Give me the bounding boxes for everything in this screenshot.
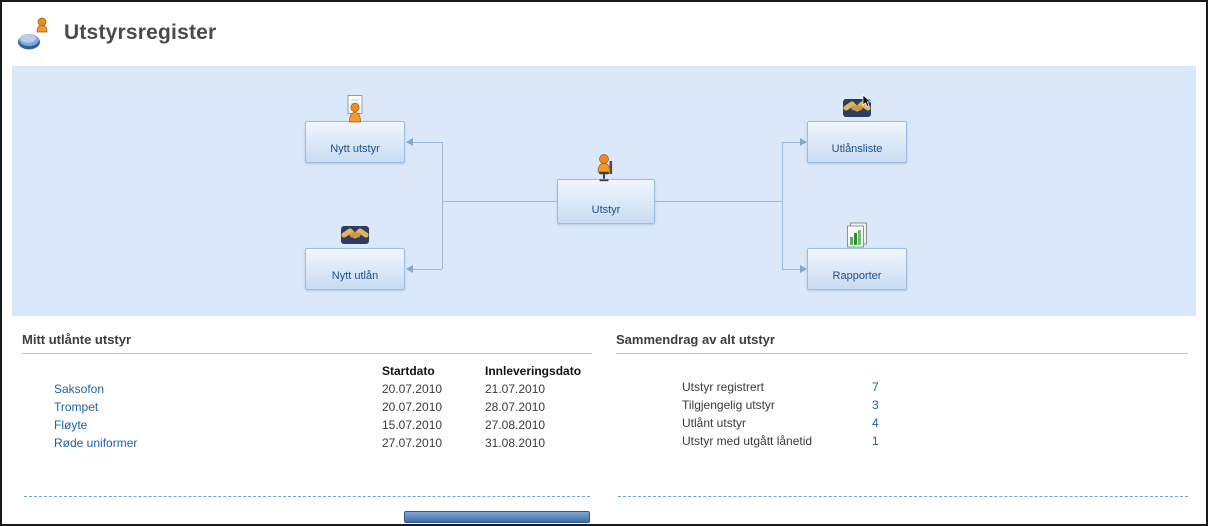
summary-label: Utstyr med utgått lånetid [682,434,813,448]
table-row: Fløyte 15.07.2010 27.08.2010 [22,416,592,434]
nav-node-label: Utstyr [591,204,621,216]
summary-row: Tilgjengelig utstyr 3 [616,398,1188,416]
horizontal-scrollbar-thumb[interactable] [404,511,590,523]
table-row: Saksofon 20.07.2010 21.07.2010 [22,380,592,398]
summary-value-link[interactable]: 3 [872,398,879,412]
nav-node-label: Nytt utlån [331,270,379,282]
table-row: Røde uniformer 27.07.2010 31.08.2010 [22,434,592,452]
summary-row: Utstyr med utgått lånetid 1 [616,434,1188,452]
panel-bottom-dashed-line [618,496,1188,497]
startdato-cell: 20.07.2010 [382,382,443,396]
table-header-row: Startdato Innleveringsdato [22,362,592,380]
navigation-diagram: Nytt utstyr Nytt utlån [12,66,1196,316]
innleveringsdato-cell: 31.08.2010 [485,436,546,450]
summary-value-link[interactable]: 4 [872,416,879,430]
summary-label: Utstyr registrert [682,380,765,394]
app-header: Utstyrsregister [2,2,1206,64]
summary-panel: Sammendrag av alt utstyr Utstyr registre… [616,332,1188,452]
summary-value-link[interactable]: 7 [872,380,879,394]
column-header-name [22,362,382,380]
innleveringsdato-cell: 27.08.2010 [485,418,546,432]
nav-node-nytt-utlan[interactable]: Nytt utlån [305,221,405,290]
summary-row: Utlånt utstyr 4 [616,416,1188,434]
connector-arrow [406,138,413,146]
nav-node-label: Utlånsliste [831,143,883,155]
connector-line [782,269,800,270]
summary-label: Utlånt utstyr [682,416,747,430]
panel-bottom-dashed-line [24,496,590,497]
page-title: Utstyrsregister [64,21,217,44]
loaned-panel-title: Mitt utlånte utstyr [22,332,132,347]
summary-label: Tilgjengelig utstyr [682,398,775,412]
startdato-cell: 15.07.2010 [382,418,443,432]
summary-panel-title: Sammendrag av alt utstyr [616,332,775,347]
connector-line [442,142,443,269]
panel-title-rule [616,353,1188,354]
connector-line [782,142,800,143]
summary-value-link[interactable]: 1 [872,434,879,448]
nav-node-utlansliste[interactable]: Utlånsliste [807,94,907,163]
equipment-link[interactable]: Trompet [54,400,99,414]
nav-node-utstyr[interactable]: Utstyr [557,152,655,224]
handshake-icon [339,221,371,254]
connector-line [442,201,557,202]
connector-line [655,201,782,202]
document-equipment-icon [340,94,370,129]
column-header-startdato: Startdato [382,364,435,378]
summary-list: Utstyr registrert 7 Tilgjengelig utstyr … [616,380,1188,452]
loaned-equipment-table: Startdato Innleveringsdato Saksofon 20.0… [22,362,592,452]
nav-node-rapporter[interactable]: Rapporter [807,221,907,290]
connector-line [413,142,442,143]
connector-line [413,269,442,270]
nav-node-box: Nytt utlån [305,248,405,290]
panel-title-rule [22,353,592,354]
innleveringsdato-cell: 21.07.2010 [485,382,546,396]
equipment-link[interactable]: Saksofon [54,382,105,396]
nav-node-label: Rapporter [832,270,882,282]
connector-arrow [406,265,413,273]
summary-row: Utstyr registrert 7 [616,380,1188,398]
loaned-equipment-panel: Mitt utlånte utstyr Startdato Innleverin… [22,332,592,452]
startdato-cell: 20.07.2010 [382,400,443,414]
table-row: Trompet 20.07.2010 28.07.2010 [22,398,592,416]
innleveringsdato-cell: 28.07.2010 [485,400,546,414]
handshake-cursor-icon [841,94,873,127]
equipment-link[interactable]: Fløyte [54,418,88,432]
person-equipment-icon [591,152,621,187]
bar-chart-report-icon [843,221,871,256]
startdato-cell: 27.07.2010 [382,436,443,450]
nav-node-box: Utstyr [557,179,655,224]
connector-line [782,142,783,269]
equipment-link[interactable]: Røde uniformer [54,436,138,450]
connector-arrow [800,138,807,146]
nav-node-box: Rapporter [807,248,907,290]
nav-node-box: Utlånsliste [807,121,907,163]
nav-node-label: Nytt utstyr [330,143,380,155]
nav-node-nytt-utstyr[interactable]: Nytt utstyr [305,94,405,163]
app-logo-icon [15,15,55,51]
column-header-innleveringsdato: Innleveringsdato [485,364,582,378]
connector-arrow [800,265,807,273]
